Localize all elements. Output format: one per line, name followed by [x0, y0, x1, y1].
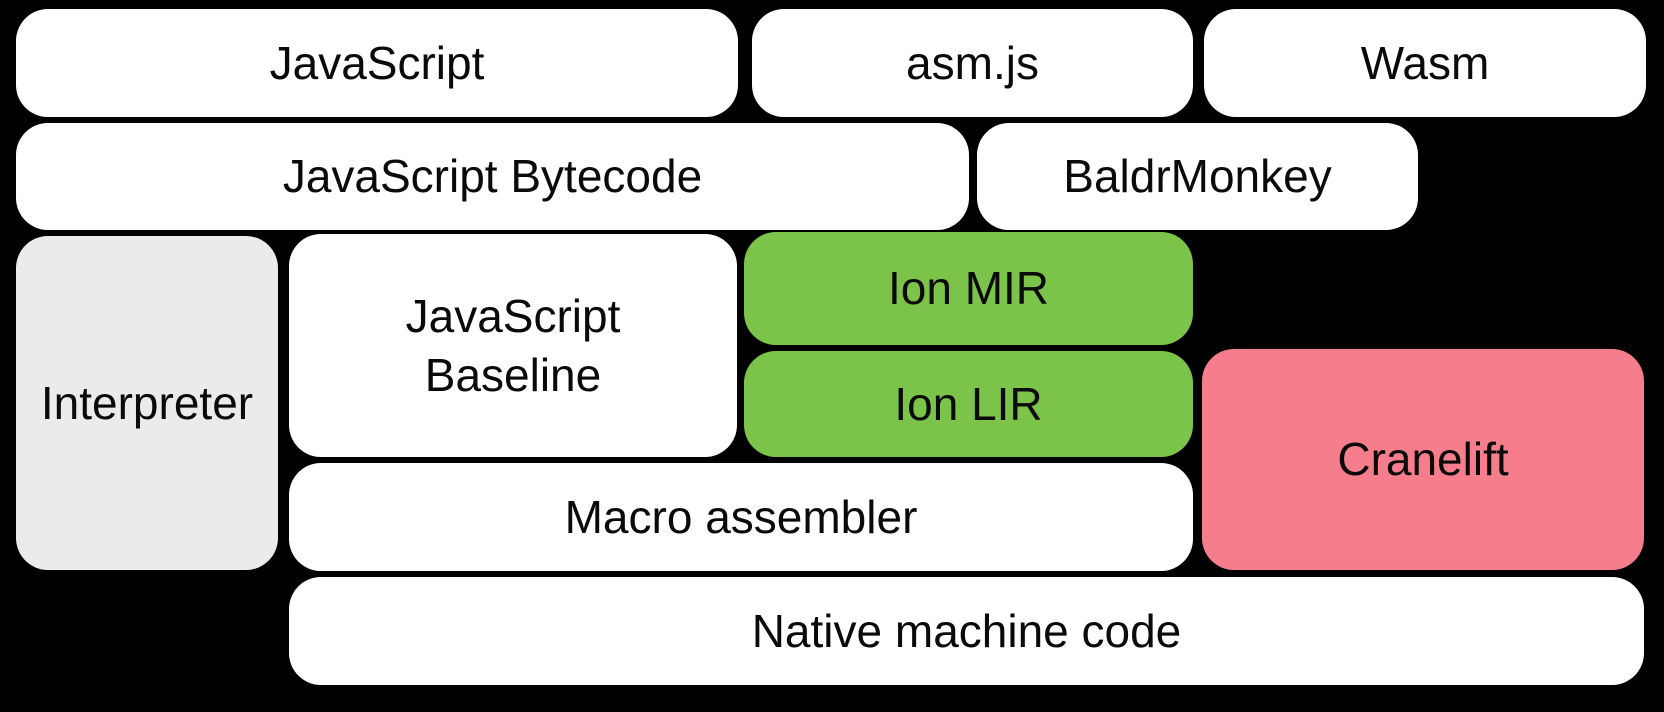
box-javascript-label: JavaScript	[269, 36, 485, 89]
box-native-machine-code: Native machine code	[289, 577, 1644, 685]
box-native-machine-code-label: Native machine code	[751, 604, 1182, 657]
box-javascript-bytecode-label: JavaScript Bytecode	[282, 150, 703, 203]
box-ion-lir: Ion LIR	[744, 351, 1193, 457]
box-macro-assembler-label: Macro assembler	[564, 490, 918, 543]
box-interpreter-label: Interpreter	[40, 376, 254, 429]
box-baldrmonkey: BaldrMonkey	[977, 123, 1418, 230]
box-javascript-bytecode: JavaScript Bytecode	[16, 123, 969, 230]
box-asmjs-label: asm.js	[906, 36, 1039, 89]
box-ion-mir: Ion MIR	[744, 232, 1193, 345]
box-asmjs: asm.js	[752, 9, 1193, 117]
box-javascript-baseline: JavaScript Baseline	[289, 234, 737, 457]
box-wasm: Wasm	[1204, 9, 1646, 117]
box-javascript: JavaScript	[16, 9, 738, 117]
box-baldrmonkey-label: BaldrMonkey	[1063, 150, 1332, 203]
box-javascript-baseline-line2: Baseline	[424, 348, 602, 401]
box-ion-lir-label: Ion LIR	[894, 377, 1043, 430]
box-cranelift: Cranelift	[1202, 349, 1644, 570]
box-interpreter: Interpreter	[16, 236, 278, 570]
box-cranelift-label: Cranelift	[1337, 433, 1509, 486]
box-wasm-label: Wasm	[1360, 36, 1490, 89]
box-ion-mir-label: Ion MIR	[887, 262, 1050, 315]
box-macro-assembler: Macro assembler	[289, 463, 1193, 571]
box-javascript-baseline-line1: JavaScript	[405, 289, 621, 342]
